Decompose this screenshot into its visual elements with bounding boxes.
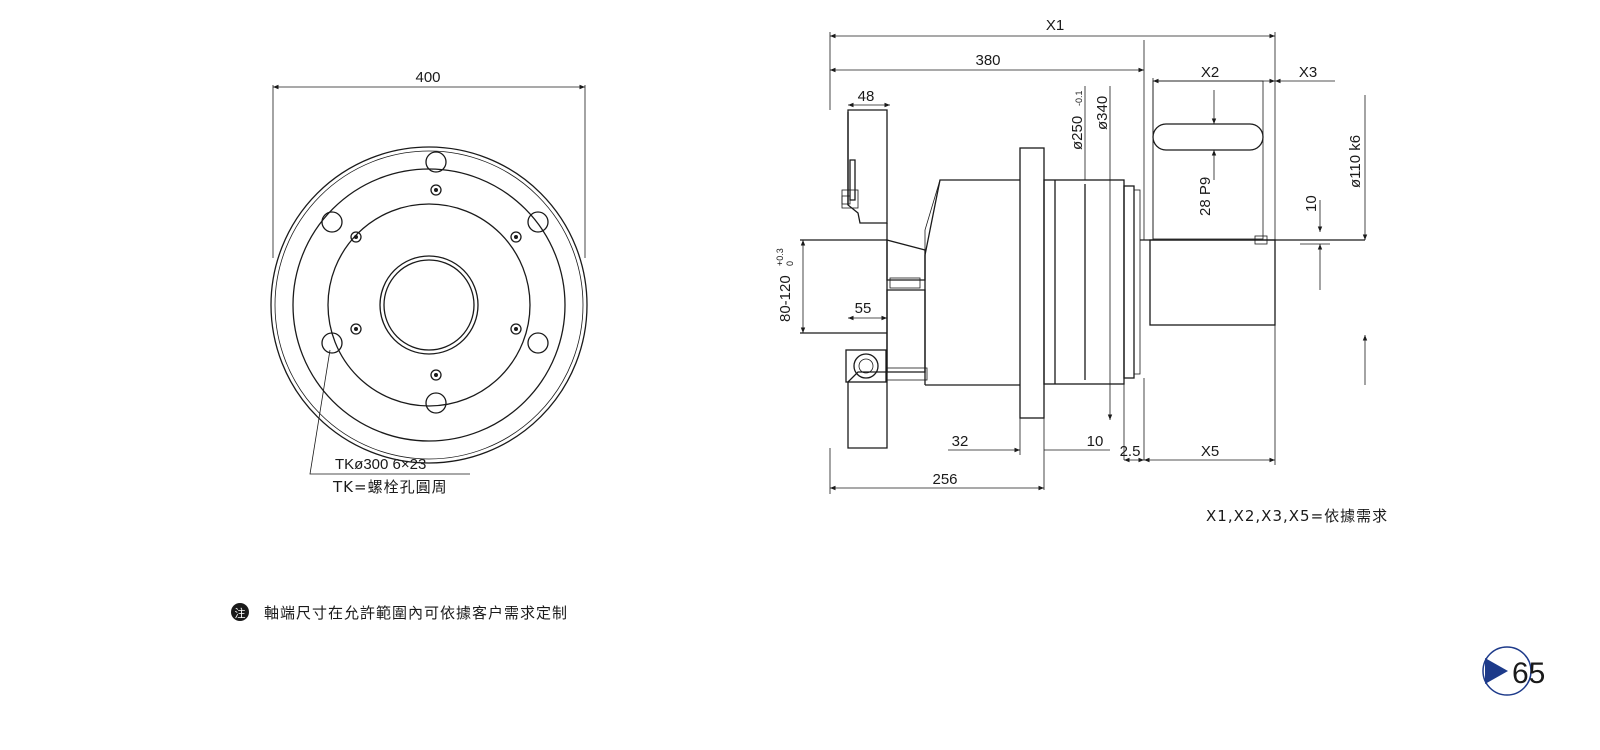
tk-note: TK=螺栓孔圓周 [332, 478, 448, 496]
seal-ring [845, 349, 887, 383]
footer-note: 注 軸端尺寸在允許範圍內可依據客户需求定制 [231, 603, 568, 622]
dim-key-label: 28 P9 [1197, 177, 1214, 216]
bolt-holes [321, 151, 549, 414]
inner-body-circle [327, 203, 531, 407]
bolt-hole [425, 392, 447, 414]
tk-label: TKø300 6×23 [335, 456, 426, 473]
x-dimensions-note: X1,X2,X3,X5=依據需求 [1206, 507, 1388, 525]
dim-110-label: ø110 k6 [1347, 135, 1364, 188]
bore-circle-inner [383, 259, 475, 351]
input-flange-section [841, 109, 888, 449]
dim-bore-tol-low: 0 [785, 261, 795, 266]
keyway [1152, 123, 1264, 151]
dim-32-label: 32 [952, 433, 969, 450]
small-screws [350, 184, 522, 381]
page-number: 65 [1512, 657, 1545, 690]
dim-10-label: 10 [1087, 433, 1104, 450]
side-view: X1 380 X2 X3 48 [775, 17, 1388, 525]
dim-2-5-label: 2.5 [1120, 443, 1141, 460]
bolt-hole [527, 211, 549, 233]
footer-note-text: 軸端尺寸在允許範圍內可依據客户需求定制 [264, 604, 568, 622]
bolt-ring-circle [292, 168, 566, 442]
dim-48-label: 48 [858, 88, 875, 105]
dim-250-tolerance: -0.1 [1074, 90, 1084, 106]
dim-x1-label: X1 [1046, 17, 1064, 34]
dim-340-label: ø340 [1094, 96, 1111, 130]
outer-flange-circle [270, 146, 588, 464]
bolt-hole [321, 211, 343, 233]
bolt-hole [425, 151, 447, 173]
dim-380-label: 380 [975, 52, 1000, 69]
bolt-hole [321, 332, 343, 354]
bore-circle-outer [379, 255, 479, 355]
dim-bore-tol-up: +0.3 [775, 248, 785, 266]
dim-x3-label: X3 [1299, 64, 1317, 81]
note-icon [231, 603, 249, 621]
gearbox-body [924, 147, 1141, 419]
dim-256-label: 256 [932, 471, 957, 488]
dim-x5-label: X5 [1201, 443, 1219, 460]
outer-flange-chamfer [274, 150, 584, 460]
dim-400-label: 400 [415, 69, 440, 86]
hub-section [886, 239, 928, 381]
play-arrow-icon [1485, 658, 1508, 684]
front-view: 400 TKø300 6×23 TK=螺栓孔圓周 [270, 69, 588, 496]
dim-bore-label: 80-120 [777, 275, 794, 322]
page-number-badge: 65 [1482, 646, 1545, 696]
bolt-hole [527, 332, 549, 354]
dim-10-key-label: 10 [1303, 195, 1320, 212]
dim-250-label: ø250 [1069, 116, 1086, 150]
note-icon-label: 注 [235, 606, 246, 620]
output-shaft: 28 P9 [1140, 80, 1365, 326]
dim-55-label: 55 [855, 300, 872, 317]
dim-x2-label: X2 [1201, 64, 1219, 81]
